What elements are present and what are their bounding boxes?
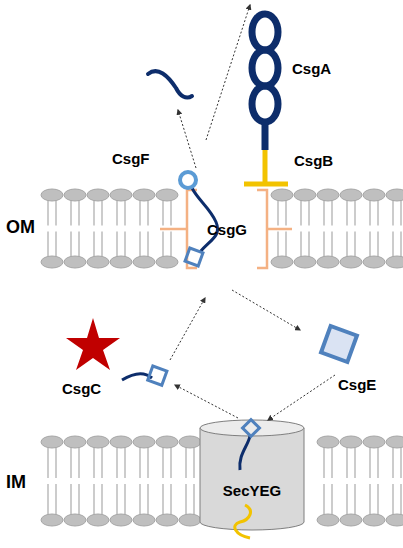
membrane-label: OM bbox=[6, 217, 35, 238]
csgg-label-box: CsgG bbox=[204, 219, 250, 240]
protein-label: CsgE bbox=[338, 376, 376, 393]
outer-membrane bbox=[41, 189, 403, 268]
csga-fibre bbox=[252, 14, 278, 150]
csgf-ring bbox=[180, 172, 196, 188]
csgg-channel bbox=[160, 190, 292, 268]
csge bbox=[321, 326, 357, 362]
secyeg-label-box: SecYEG bbox=[220, 480, 284, 501]
protein-name: SecYEG bbox=[223, 482, 281, 499]
csge-small bbox=[185, 248, 203, 266]
membrane-label: IM bbox=[6, 472, 26, 493]
protein-name: CsgG bbox=[207, 221, 247, 238]
csgc-star bbox=[66, 318, 120, 370]
protein-label: CsgF bbox=[112, 150, 150, 167]
secyeg-channel bbox=[200, 420, 304, 538]
protein-label: CsgC bbox=[62, 380, 101, 397]
protein-label: CsgA bbox=[292, 60, 331, 77]
csgb bbox=[244, 150, 288, 185]
protein-label: CsgB bbox=[294, 152, 333, 169]
